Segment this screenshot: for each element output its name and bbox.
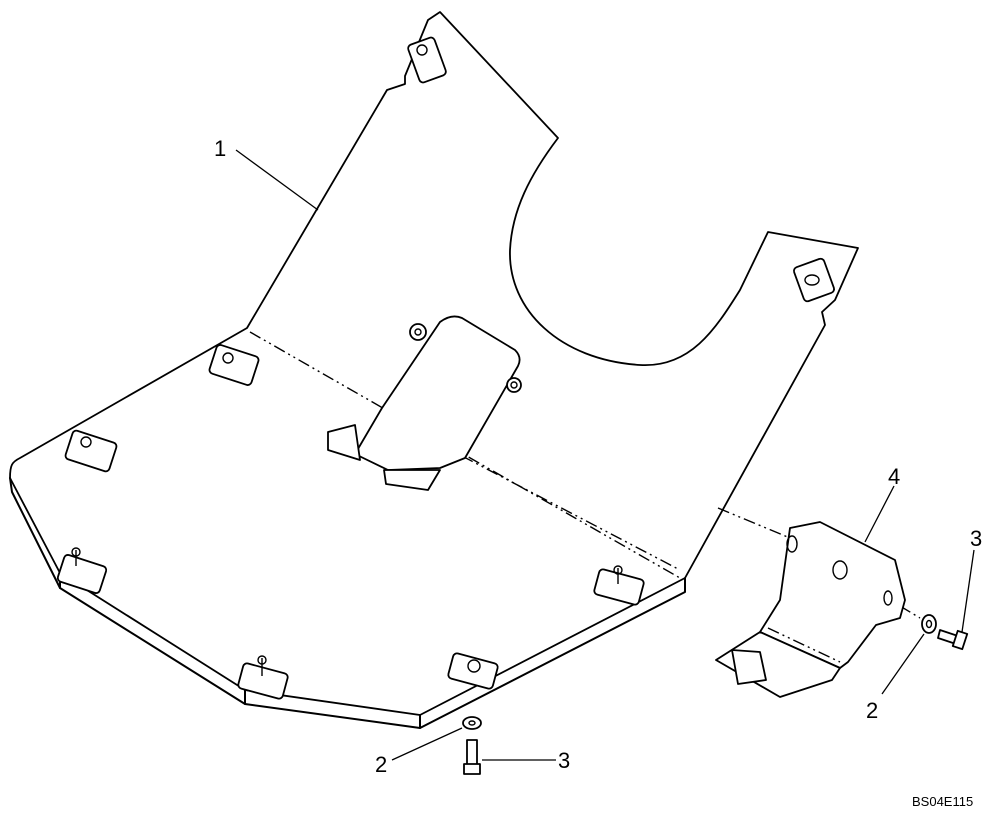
stud — [64, 429, 118, 473]
washer-part-2-right — [921, 614, 937, 634]
drawing-code: BS04E115 — [912, 794, 973, 809]
stud — [447, 652, 499, 690]
callout-3-right: 3 — [970, 526, 982, 551]
stud — [593, 565, 645, 606]
nut — [506, 377, 522, 393]
floor-plate-part-1 — [9, 11, 859, 729]
stud — [237, 655, 289, 700]
stud — [208, 344, 260, 386]
callout-1: 1 — [214, 136, 226, 161]
callout-4: 4 — [888, 464, 900, 489]
stud — [407, 36, 447, 84]
callout-2-lower: 2 — [375, 752, 387, 777]
bolt-part-3-lower — [463, 739, 481, 775]
stud — [56, 547, 108, 594]
center-tab — [354, 315, 521, 471]
bolt-part-3-right — [937, 629, 969, 651]
stud — [793, 257, 835, 303]
washer-part-2-lower — [462, 716, 482, 730]
callout-3-lower: 3 — [558, 748, 570, 773]
callout-2-right: 2 — [866, 698, 878, 723]
nut — [409, 323, 427, 341]
bracket-part-4 — [715, 521, 906, 698]
